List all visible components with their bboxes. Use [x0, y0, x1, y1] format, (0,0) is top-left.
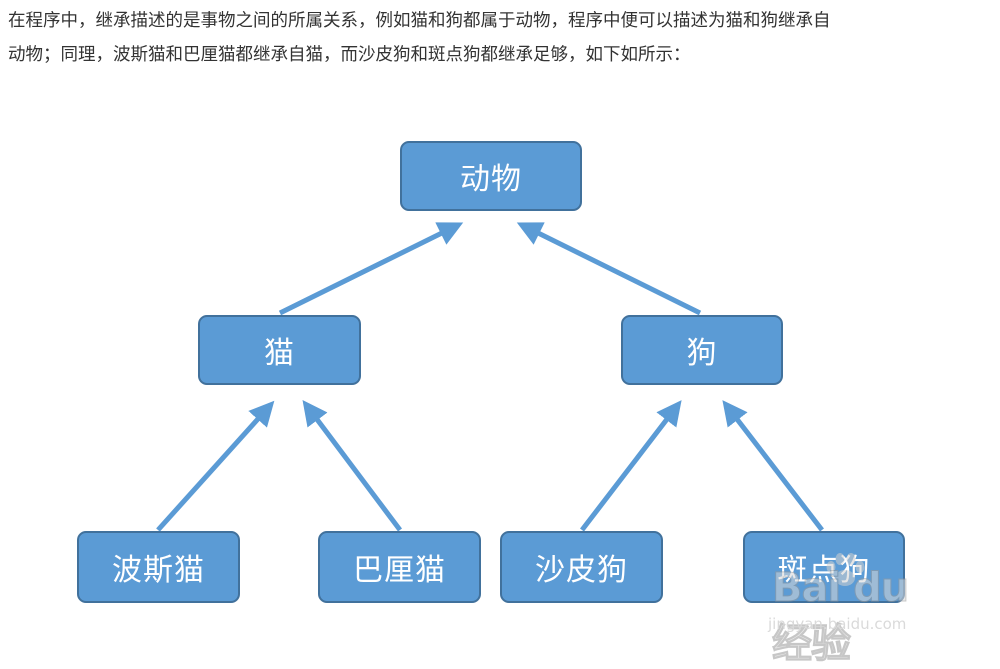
node-animal: 动物 [400, 141, 582, 211]
inheritance-diagram: 动物 猫 狗 波斯猫 巴厘猫 沙皮狗 斑点狗 [77, 141, 905, 603]
node-sharpei: 沙皮狗 [500, 531, 663, 603]
node-dog-label: 狗 [686, 336, 718, 371]
node-cat-label: 猫 [264, 336, 295, 371]
arrow-dog-to-animal [516, 222, 702, 316]
node-animal-label: 动物 [460, 162, 522, 197]
intro-line-2: 动物；同理，波斯猫和巴厘猫都继承自猫，而沙皮狗和斑点狗都继承足够，如下如所示： [8, 45, 691, 65]
node-persian-label: 波斯猫 [112, 553, 205, 588]
arrows-layer [156, 222, 824, 532]
arrow-balinese-to-cat [302, 400, 402, 532]
node-dalmatian-label: 斑点狗 [777, 553, 871, 588]
arrow-persian-to-cat [156, 400, 275, 532]
arrow-dalmatian-to-dog [722, 400, 824, 532]
node-balinese-label: 巴厘猫 [353, 553, 446, 588]
node-dalmatian: 斑点狗 [743, 531, 905, 603]
intro-line-1: 在程序中，继承描述的是事物之间的所属关系，例如猫和狗都属于动物，程序中便可以描述… [8, 11, 831, 31]
node-cat: 猫 [198, 315, 361, 385]
arrow-cat-to-animal [278, 222, 464, 316]
node-dog: 狗 [621, 315, 783, 385]
intro-paragraph: 在程序中，继承描述的是事物之间的所属关系，例如猫和狗都属于动物，程序中便可以描述… [8, 4, 988, 72]
arrow-sharpei-to-dog [580, 400, 682, 532]
node-balinese: 巴厘猫 [318, 531, 481, 603]
node-sharpei-label: 沙皮狗 [535, 553, 628, 588]
node-persian: 波斯猫 [77, 531, 240, 603]
